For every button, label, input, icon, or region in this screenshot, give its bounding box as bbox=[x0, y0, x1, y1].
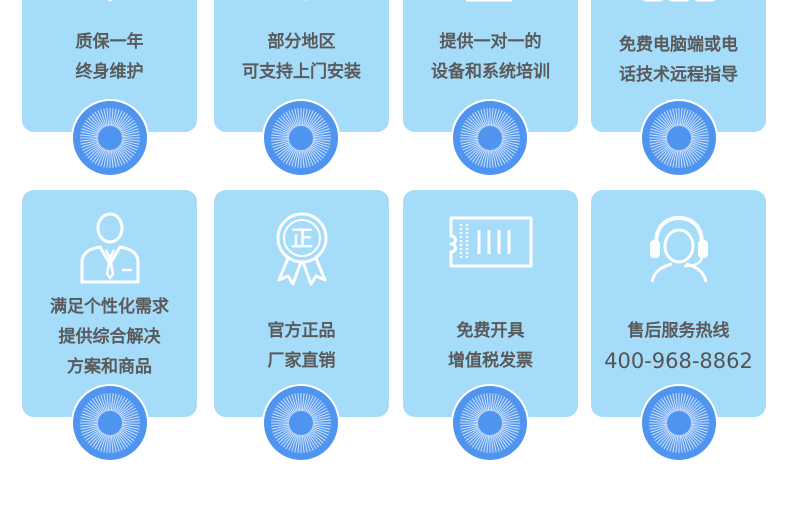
card-line: 方案和商品 bbox=[67, 357, 152, 377]
sunburst-rays bbox=[271, 393, 331, 453]
card-line: 增值税发票 bbox=[448, 351, 533, 371]
card-line: 提供一对一的 bbox=[439, 32, 542, 52]
sunburst-badge bbox=[453, 386, 527, 460]
card-line: 设备和系统培训 bbox=[431, 62, 550, 82]
training-icon bbox=[465, 0, 512, 2]
businessman-icon bbox=[80, 212, 139, 284]
card-line: 满足个性化需求 bbox=[50, 297, 169, 317]
sunburst-badge bbox=[453, 101, 527, 175]
card-custom-solutions: 满足个性化需求 提供综合解决 方案和商品 bbox=[22, 190, 197, 417]
card-line: 官方正品 bbox=[267, 321, 336, 341]
sunburst-rays bbox=[80, 108, 140, 168]
hotline-number: 400-968-8862 bbox=[604, 349, 753, 373]
card-line: 可支持上门安装 bbox=[242, 62, 361, 82]
card-remote-support: 免费电脑端或电 话技术远程指导 bbox=[591, 0, 766, 132]
card-line: 话技术远程指导 bbox=[619, 65, 738, 85]
sunburst-rays bbox=[80, 393, 140, 453]
sunburst-badge bbox=[73, 386, 147, 460]
card-line: 终身维护 bbox=[75, 62, 144, 82]
genuine-seal-icon: 正 bbox=[276, 212, 327, 286]
card-line: 厂家直销 bbox=[267, 351, 336, 371]
card-genuine-products: 正 官方正品 厂家直销 bbox=[214, 190, 389, 417]
certificate-icon bbox=[106, 0, 113, 2]
card-line: 免费开具 bbox=[456, 321, 525, 341]
card-invoice: 免费开具 增值税发票 bbox=[403, 190, 578, 417]
tools-icon bbox=[304, 0, 307, 2]
sunburst-rays bbox=[649, 108, 709, 168]
card-line: 质保一年 bbox=[75, 32, 144, 52]
card-line: 提供综合解决 bbox=[58, 327, 161, 347]
sunburst-badge bbox=[264, 386, 338, 460]
sunburst-rays bbox=[460, 108, 520, 168]
card-line: 售后服务热线 bbox=[627, 321, 730, 341]
sunburst-badge bbox=[642, 101, 716, 175]
sunburst-badge bbox=[642, 386, 716, 460]
card-line: 部分地区 bbox=[267, 32, 336, 52]
card-installation: 部分地区 可支持上门安装 bbox=[214, 0, 389, 132]
invoice-ticket-icon bbox=[449, 216, 532, 268]
seal-char: 正 bbox=[290, 227, 312, 252]
remote-guide-icon bbox=[642, 0, 715, 2]
card-hotline: 售后服务热线 400-968-8862 bbox=[591, 190, 766, 417]
sunburst-rays bbox=[460, 393, 520, 453]
card-line: 免费电脑端或电 bbox=[619, 35, 738, 55]
sunburst-rays bbox=[649, 393, 709, 453]
sunburst-badge bbox=[73, 101, 147, 175]
headset-icon bbox=[649, 215, 708, 283]
sunburst-rays bbox=[271, 108, 331, 168]
sunburst-badge bbox=[264, 101, 338, 175]
